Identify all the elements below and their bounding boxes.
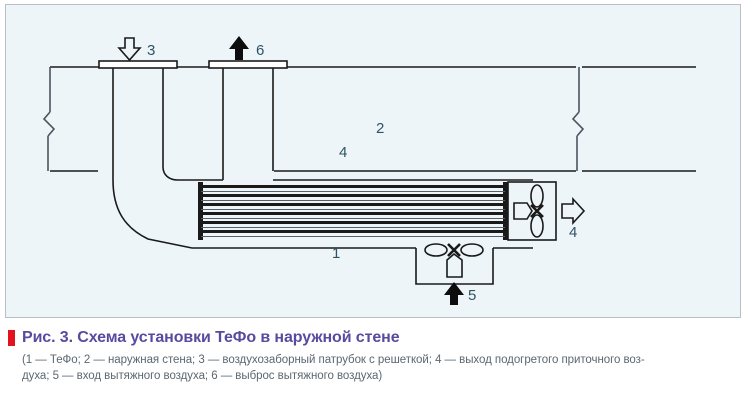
exhaust-grille [208, 60, 288, 69]
exhaust-inlet-arrow [444, 282, 464, 305]
label-supply-outlet-inner: 4 [339, 144, 347, 161]
caption-title-row: Рис. 3. Схема установки ТеФо в наружной … [0, 326, 746, 350]
intake-grille [98, 60, 178, 69]
plate-heat-exchanger-icon [198, 182, 508, 240]
supply-outlet-arrow [561, 196, 586, 226]
label-supply-outlet: 4 [569, 224, 577, 241]
intake-arrow-icon [117, 37, 142, 62]
exhaust-fan-icon [424, 243, 484, 278]
tefo-housing [192, 179, 533, 249]
exhaust-arrow-icon [229, 36, 249, 60]
figure-canvas: 3 6 2 4 4 1 5 [5, 4, 741, 318]
exhaust-stack-body [192, 68, 274, 181]
figure-caption: Рис. 3. Схема установки ТеФо в наружной … [0, 326, 746, 402]
label-tefo-unit: 1 [332, 245, 340, 262]
label-intake-duct: 3 [147, 42, 155, 59]
caption-body: (1 — ТеФо; 2 — наружная стена; 3 — возду… [0, 353, 746, 384]
supply-fan-icon [513, 184, 544, 238]
outer-wall-outline [50, 66, 696, 172]
installation-schematic: 3 6 2 4 4 1 5 [42, 36, 696, 305]
label-exhaust-inlet: 5 [468, 287, 476, 304]
wall-break-left [42, 67, 56, 171]
caption-line-1: (1 — ТеФо; 2 — наружная стена; 3 — возду… [22, 354, 645, 366]
wall-break-right [571, 67, 585, 171]
label-exhaust-stack: 6 [256, 42, 264, 59]
intake-duct-body [112, 68, 193, 249]
caption-bullet-icon [8, 330, 15, 346]
caption-title: Рис. 3. Схема установки ТеФо в наружной … [22, 329, 400, 346]
label-outer-wall: 2 [376, 120, 384, 137]
supply-fan-box [507, 181, 557, 241]
caption-line-2: духа; 5 — вход вытяжного воздуха; 6 — вы… [22, 369, 383, 382]
